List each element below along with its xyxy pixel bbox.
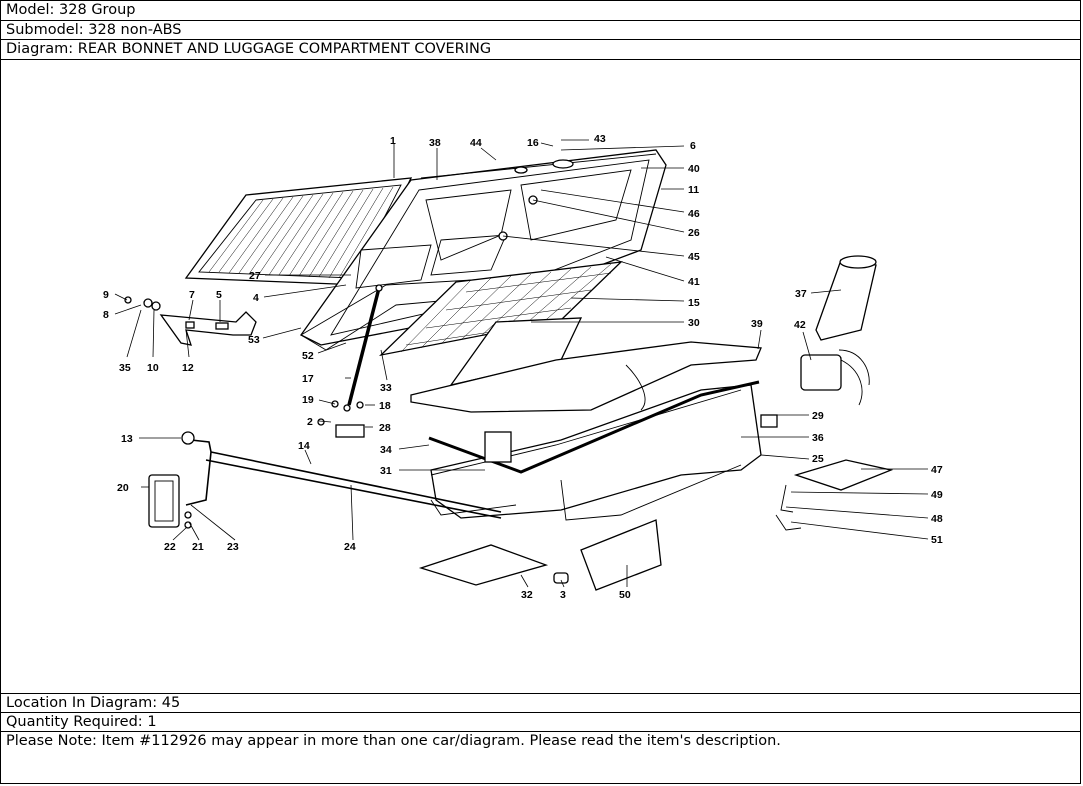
location-label: Location In Diagram: — [6, 695, 158, 711]
callout-20: 20 — [117, 482, 129, 494]
latch — [317, 400, 365, 438]
callout-18: 18 — [379, 400, 391, 412]
callout-12: 12 — [182, 362, 194, 374]
callout-45: 45 — [688, 251, 700, 263]
callout-26: 26 — [688, 227, 700, 239]
note-text: Please Note: Item #112926 may appear in … — [6, 733, 781, 749]
callout-2: 2 — [307, 416, 313, 428]
callout-25: 25 — [812, 453, 824, 465]
callout-22: 22 — [164, 541, 176, 553]
callout-27: 27 — [249, 270, 261, 282]
callout-48: 48 — [931, 513, 943, 525]
callout-44: 44 — [470, 137, 482, 149]
callout-35: 35 — [119, 362, 131, 374]
callout-49: 49 — [931, 489, 943, 501]
callout-1: 1 — [390, 135, 396, 147]
callout-24: 24 — [344, 541, 356, 553]
diagram-title-row: Diagram: REAR BONNET AND LUGGAGE COMPART… — [1, 40, 1080, 60]
callout-32: 32 — [521, 589, 533, 601]
quantity-label: Quantity Required: — [6, 714, 143, 730]
callout-38: 38 — [429, 137, 441, 149]
callout-46: 46 — [688, 208, 700, 220]
callout-23: 23 — [227, 541, 239, 553]
release-cable — [181, 431, 502, 519]
callout-39: 39 — [751, 318, 763, 330]
gas-strut — [343, 284, 383, 412]
tail-pipe-boot — [815, 255, 877, 341]
callout-8: 8 — [103, 309, 109, 321]
callout-47: 47 — [931, 464, 943, 476]
callout-37: 37 — [795, 288, 807, 300]
callout-4: 4 — [253, 292, 259, 304]
callout-5: 5 — [216, 289, 222, 301]
callout-53: 53 — [248, 334, 260, 346]
exploded-view-drawing: 1 38 44 16 43 6 40 11 46 26 45 41 15 30 … — [103, 133, 943, 601]
callout-50: 50 — [619, 589, 631, 601]
submodel-row: Submodel: 328 non-ABS — [1, 21, 1080, 40]
callout-36: 36 — [812, 432, 824, 444]
callout-42: 42 — [794, 319, 806, 331]
callout-31: 31 — [380, 465, 392, 477]
callout-7: 7 — [189, 289, 195, 301]
callout-13: 13 — [121, 433, 133, 445]
callout-41: 41 — [688, 276, 700, 288]
callout-29: 29 — [812, 410, 824, 422]
model-label: Model: — [6, 2, 55, 18]
quantity-row: Quantity Required: 1 — [1, 713, 1080, 732]
quantity-value: 1 — [147, 714, 157, 730]
callout-14: 14 — [298, 440, 310, 452]
callout-34: 34 — [380, 444, 392, 456]
callout-40: 40 — [688, 163, 700, 175]
callout-11: 11 — [688, 184, 699, 196]
callout-3: 3 — [560, 589, 566, 601]
parts-diagram: 1 38 44 16 43 6 40 11 46 26 45 41 15 30 … — [1, 60, 1080, 694]
callout-30: 30 — [688, 317, 700, 329]
callout-52: 52 — [302, 350, 314, 362]
callout-28: 28 — [379, 422, 391, 434]
callout-leaders — [114, 139, 929, 588]
hinge-assembly — [124, 296, 257, 346]
callout-51: 51 — [931, 534, 943, 546]
callout-6: 6 — [690, 140, 696, 152]
callout-9: 9 — [103, 289, 109, 301]
callout-17: 17 — [302, 373, 314, 385]
luggage-tub — [430, 384, 762, 521]
model-row: Model: 328 Group — [1, 1, 1080, 21]
callout-16: 16 — [527, 137, 539, 149]
callout-labels: 1 38 44 16 43 6 40 11 46 26 45 41 15 30 … — [103, 133, 943, 601]
callout-15: 15 — [688, 297, 700, 309]
location-value: 45 — [161, 695, 181, 711]
callout-10: 10 — [147, 362, 159, 374]
release-handle — [148, 474, 192, 529]
model-value: 328 Group — [59, 2, 136, 18]
small-clips — [484, 414, 802, 531]
note-row: Please Note: Item #112926 may appear in … — [1, 732, 1080, 783]
lid-lining — [410, 341, 762, 413]
diagram-label: Diagram: — [6, 41, 74, 57]
location-row: Location In Diagram: 45 — [1, 694, 1080, 713]
submodel-label: Submodel: — [6, 22, 84, 38]
tray-plates — [418, 459, 894, 591]
callout-33: 33 — [380, 382, 392, 394]
submodel-value: 328 non-ABS — [88, 22, 182, 38]
callout-43: 43 — [594, 133, 606, 145]
compartment-seal — [428, 380, 760, 474]
diagram-value: REAR BONNET AND LUGGAGE COMPARTMENT COVE… — [77, 41, 492, 57]
callout-19: 19 — [302, 394, 314, 406]
motor-unit — [800, 349, 870, 406]
callout-21: 21 — [192, 541, 204, 553]
